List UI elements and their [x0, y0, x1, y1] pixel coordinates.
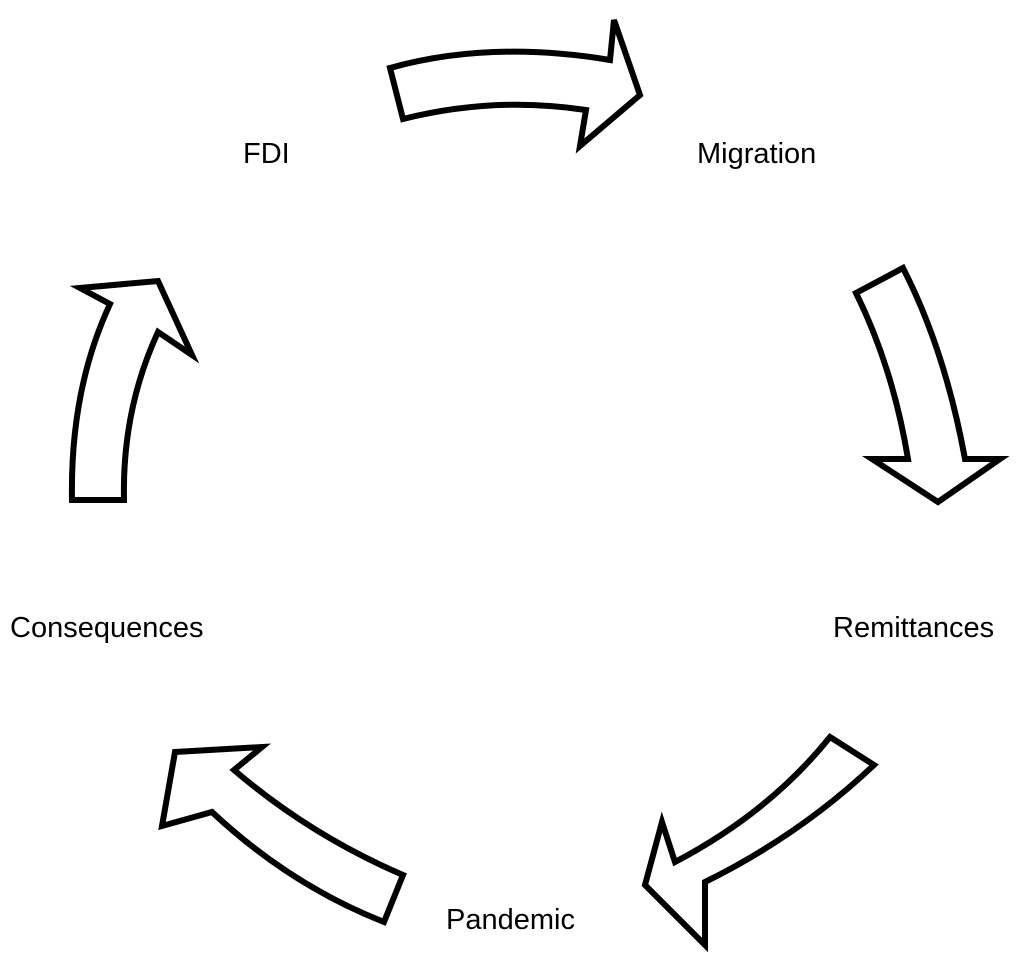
arrow-pandemic-to-consequences	[158, 743, 407, 926]
node-pandemic-label: Pandemic	[446, 904, 575, 936]
node-remittances-label: Remittances	[833, 612, 995, 644]
node-fdi-label: FDI	[243, 138, 290, 170]
node-migration-label: Migration	[697, 138, 817, 170]
node-consequences-label: Consequences	[10, 612, 204, 644]
arrow-fdi-to-migration	[386, 19, 644, 154]
arrow-consequences-to-fdi	[68, 277, 200, 503]
arrow-migration-to-remittances	[852, 263, 1010, 506]
arrow-remittances-to-pandemic	[641, 733, 879, 953]
